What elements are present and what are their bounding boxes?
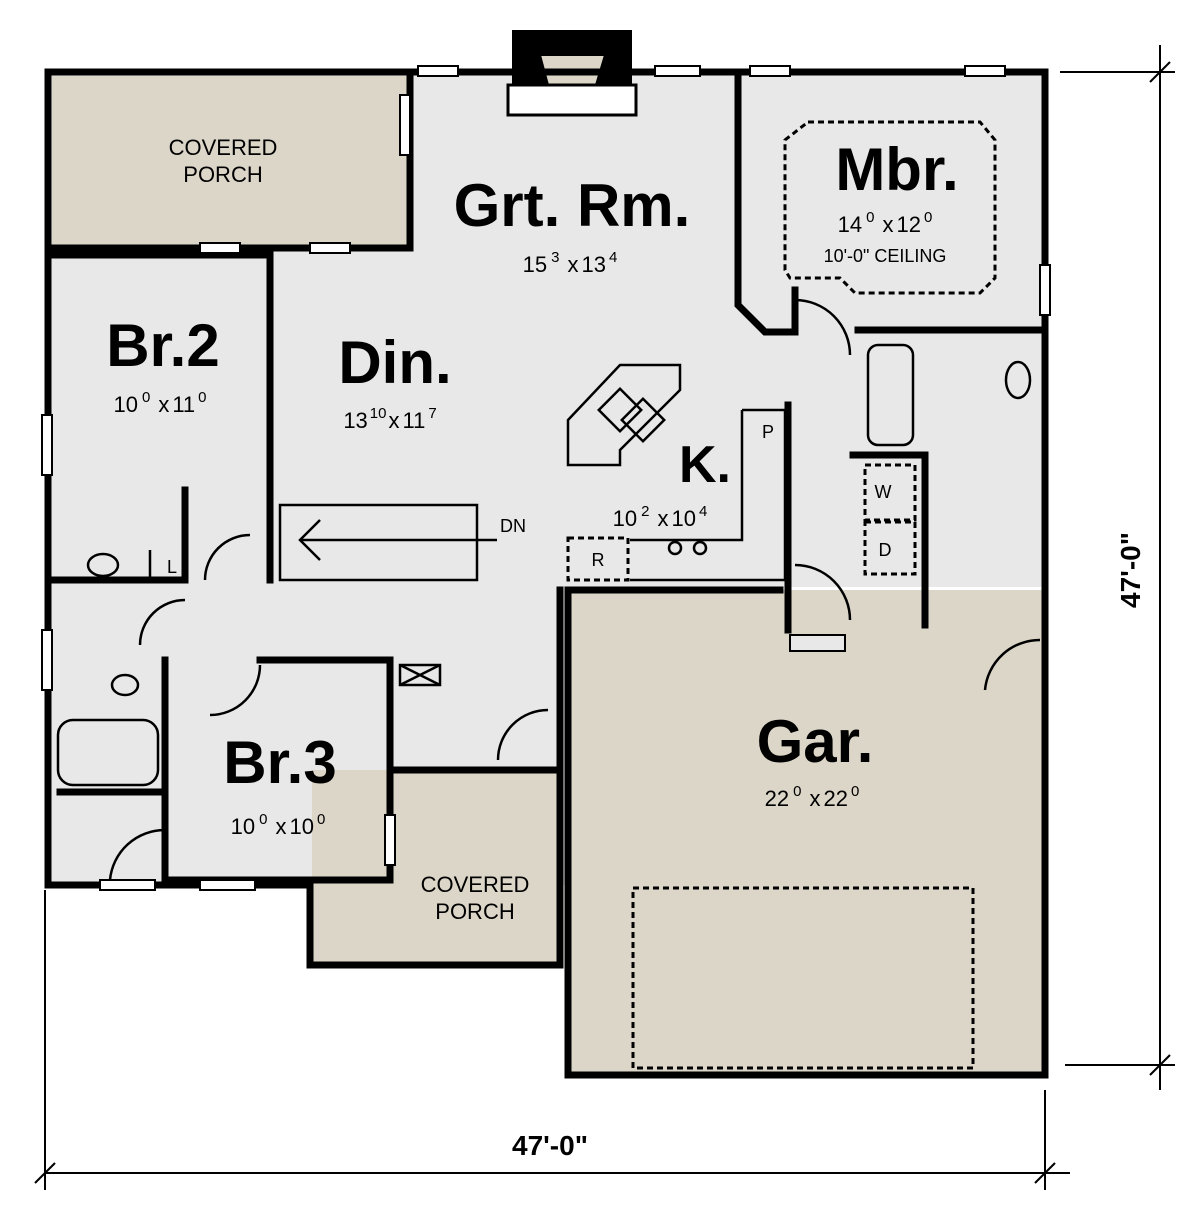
back-covered-porch <box>52 76 407 248</box>
washer-label: W <box>875 482 892 502</box>
front-covered-porch <box>312 770 562 965</box>
svg-text:COVERED: COVERED <box>421 872 530 897</box>
svg-text:Din.: Din. <box>338 329 451 396</box>
svg-text:K.: K. <box>679 436 731 494</box>
svg-text:47'-0": 47'-0" <box>512 1130 588 1161</box>
svg-text:Br.2: Br.2 <box>106 312 219 379</box>
kitchen-island <box>566 363 682 467</box>
svg-text:Grt. Rm.: Grt. Rm. <box>454 172 691 239</box>
floor-fills <box>42 72 1045 1086</box>
garage-floor <box>568 590 1045 1075</box>
stairs-down-label: DN <box>500 516 526 536</box>
dimension-depth: 47'-0" <box>1060 45 1175 1090</box>
svg-text:COVERED: COVERED <box>169 135 278 160</box>
svg-text:Mbr.: Mbr. <box>835 136 958 203</box>
svg-text:PORCH: PORCH <box>435 899 514 924</box>
room-label-front-porch: COVERED PORCH <box>421 872 530 924</box>
refrigerator-label: R <box>592 550 605 570</box>
room-label-back-porch: COVERED PORCH <box>169 135 278 187</box>
pantry-label: P <box>762 422 774 442</box>
svg-text:Br.3: Br.3 <box>223 729 336 796</box>
svg-text:10'-0" CEILING: 10'-0" CEILING <box>824 246 947 266</box>
windows <box>41 65 1051 891</box>
svg-text:Gar.: Gar. <box>757 708 874 775</box>
dryer-label: D <box>879 540 892 560</box>
svg-text:PORCH: PORCH <box>183 162 262 187</box>
linen-label: L <box>167 557 177 577</box>
svg-text:47'-0": 47'-0" <box>1115 532 1146 608</box>
fixture-labels: P R W D L DN <box>167 422 892 577</box>
dimension-width: 47'-0" <box>34 890 1070 1190</box>
fixtures <box>56 120 1041 1070</box>
stairs <box>278 503 497 582</box>
fireplace <box>506 30 638 117</box>
